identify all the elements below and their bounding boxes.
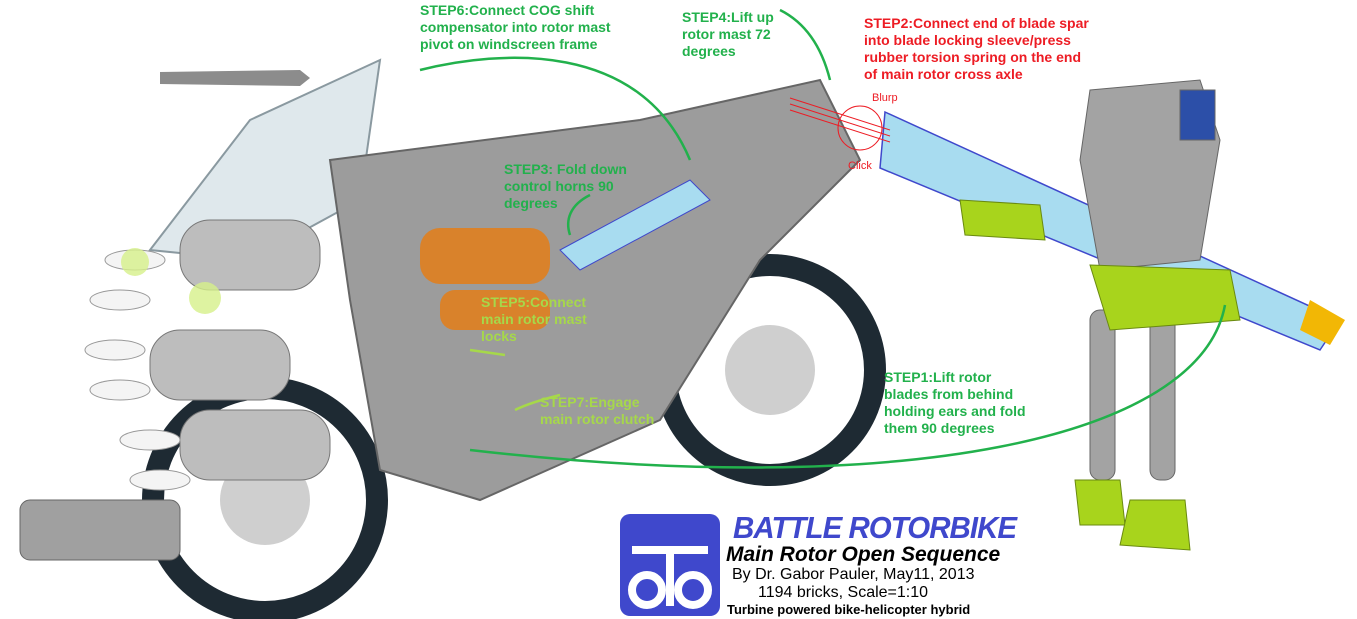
stats-line: 1194 bricks, Scale=1:10 [758,584,929,601]
step5-label: STEP5:Connect main rotor mast locks [481,294,587,344]
blurp-label: Blurp [872,92,898,104]
arrow-step4 [779,8,832,81]
oto-logo-mark [628,546,712,609]
blade-lock-highlight [789,97,891,151]
arrow-step1 [469,304,1227,469]
robot-figure [1079,79,1221,481]
step7-label: STEP7:Engage main rotor clutch [540,394,655,427]
step2-label: STEP2:Connect end of blade spar into bla… [864,15,1089,82]
arrow-step6 [419,56,692,161]
subtitle: Main Rotor Open Sequence [726,543,1001,566]
robot-lime-parts [959,199,1241,551]
missile [160,70,310,86]
oto-logo [620,514,720,616]
step3-label: STEP3: Fold down control horns 90 degree… [504,161,627,211]
title: BATTLE ROTORBIKE [733,510,1017,545]
turbine-pods [149,219,331,481]
step4-label: STEP4:Lift up rotor mast 72 degrees [682,9,774,59]
arrow-step3 [566,193,591,236]
tagline: Turbine powered bike-helicopter hybrid [727,602,971,617]
click-label: Click [848,160,872,172]
step-arrows [419,8,1227,469]
arrow-step5 [469,348,506,357]
gatling-gun [19,499,181,561]
step1-label: STEP1:Lift rotor blades from behind hold… [884,369,1026,436]
author-line: By Dr. Gabor Pauler, May11, 2013 [732,566,975,583]
step6-label: STEP6:Connect COG shift compensator into… [420,2,611,52]
arrow-step7 [514,393,561,412]
orange-tank [420,228,550,284]
bike-frame [328,78,862,502]
